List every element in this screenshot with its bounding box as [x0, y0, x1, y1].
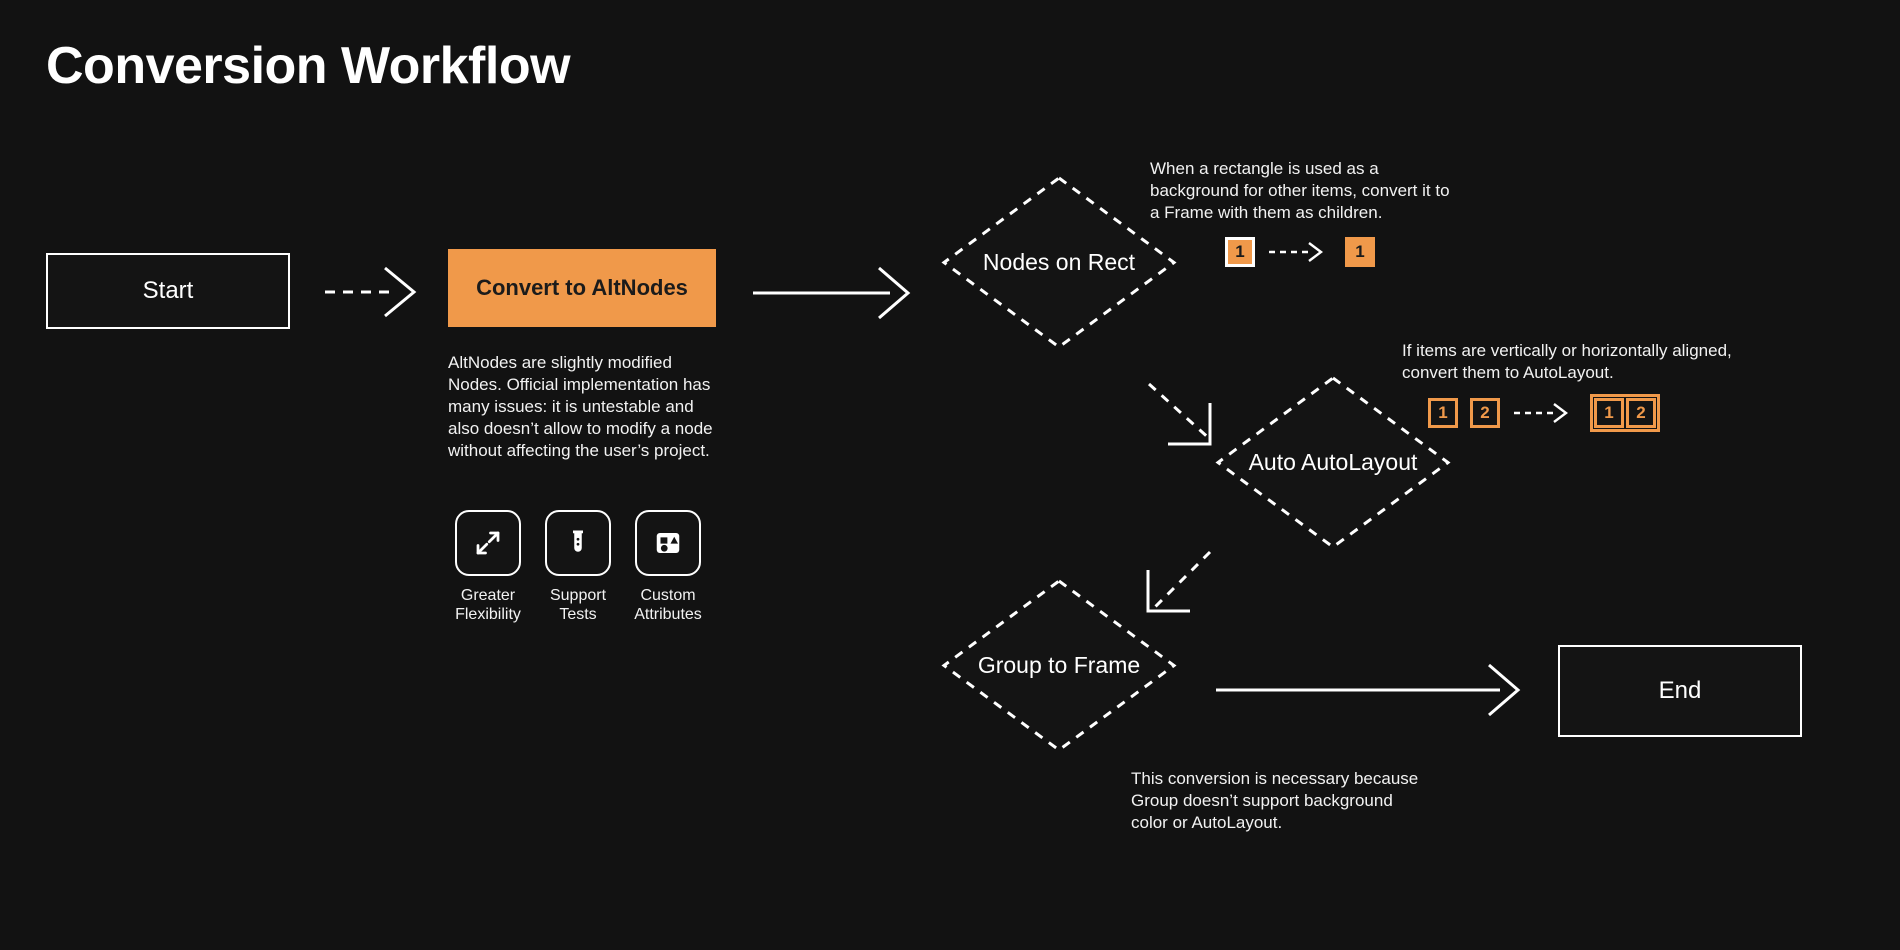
connector-start-to-convert	[325, 266, 417, 318]
node-convert-label: Convert to AltNodes	[476, 275, 688, 300]
diamond-outline	[1215, 376, 1451, 549]
annotation-nodes-on-rect: When a rectangle is used as a background…	[1150, 159, 1450, 222]
badge-before-1: 1	[1428, 398, 1458, 428]
connector-group-to-frame-to-end	[1216, 663, 1521, 717]
badge-after-1: 1	[1594, 398, 1624, 428]
feature-greater-flexibility[interactable]: Greater Flexibility	[452, 510, 524, 624]
badge-example-auto-autolayout: 1 2 1 2	[1428, 394, 1660, 432]
node-group-to-frame[interactable]: Group to Frame	[941, 578, 1177, 753]
feature-label: Custom Attributes	[634, 587, 702, 623]
feature-label: Support Tests	[549, 587, 607, 623]
feature-support-tests[interactable]: Support Tests	[542, 510, 614, 624]
badge-example-nodes-on-rect: 1 1	[1225, 237, 1375, 267]
badge-after-1: 1	[1345, 237, 1375, 267]
node-end[interactable]: End	[1558, 645, 1802, 737]
feature-icon-box	[455, 510, 521, 576]
badge-before-2: 2	[1470, 398, 1500, 428]
feature-icon-box	[545, 510, 611, 576]
page-title: Conversion Workflow	[46, 37, 571, 95]
connector-nodes-on-rect-to-auto-autolayout	[1147, 382, 1214, 446]
node-start[interactable]: Start	[46, 253, 290, 329]
node-group-to-frame-label: Group to Frame	[977, 652, 1141, 678]
node-nodes-on-rect-label: Nodes on Rect	[982, 249, 1136, 275]
node-end-label: End	[1658, 677, 1702, 704]
node-auto-autolayout-label: Auto AutoLayout	[1248, 449, 1418, 475]
connector-convert-to-nodes-on-rect	[753, 266, 911, 320]
convert-description: AltNodes are slightly modified Nodes. Of…	[448, 353, 713, 460]
feature-label: Greater Flexibility	[455, 587, 521, 623]
dashed-arrow-icon	[1514, 403, 1568, 423]
node-auto-autolayout[interactable]: Auto AutoLayout	[1215, 375, 1451, 550]
node-start-label: Start	[142, 277, 194, 304]
badge-after-frame: 1 2	[1590, 394, 1660, 432]
node-convert-to-altnodes[interactable]: Convert to AltNodes	[448, 249, 716, 327]
feature-custom-attributes[interactable]: Custom Attributes	[632, 510, 704, 624]
badge-before-1: 1	[1225, 237, 1255, 267]
feature-list: Greater Flexibility Support Tests	[452, 510, 704, 624]
feature-icon-box	[635, 510, 701, 576]
test-tube-icon	[573, 530, 583, 552]
diamond-outline	[941, 176, 1177, 349]
badge-after-2: 2	[1626, 398, 1656, 428]
diamond-outline	[941, 579, 1177, 752]
shapes-icon	[656, 533, 680, 553]
expand-arrows-icon	[476, 531, 500, 555]
annotation-auto-autolayout: If items are vertically or horizontally …	[1402, 341, 1732, 382]
node-nodes-on-rect[interactable]: Nodes on Rect	[941, 175, 1177, 350]
dashed-arrow-icon	[1269, 242, 1323, 262]
annotation-group-to-frame: This conversion is necessary because Gro…	[1131, 769, 1419, 832]
